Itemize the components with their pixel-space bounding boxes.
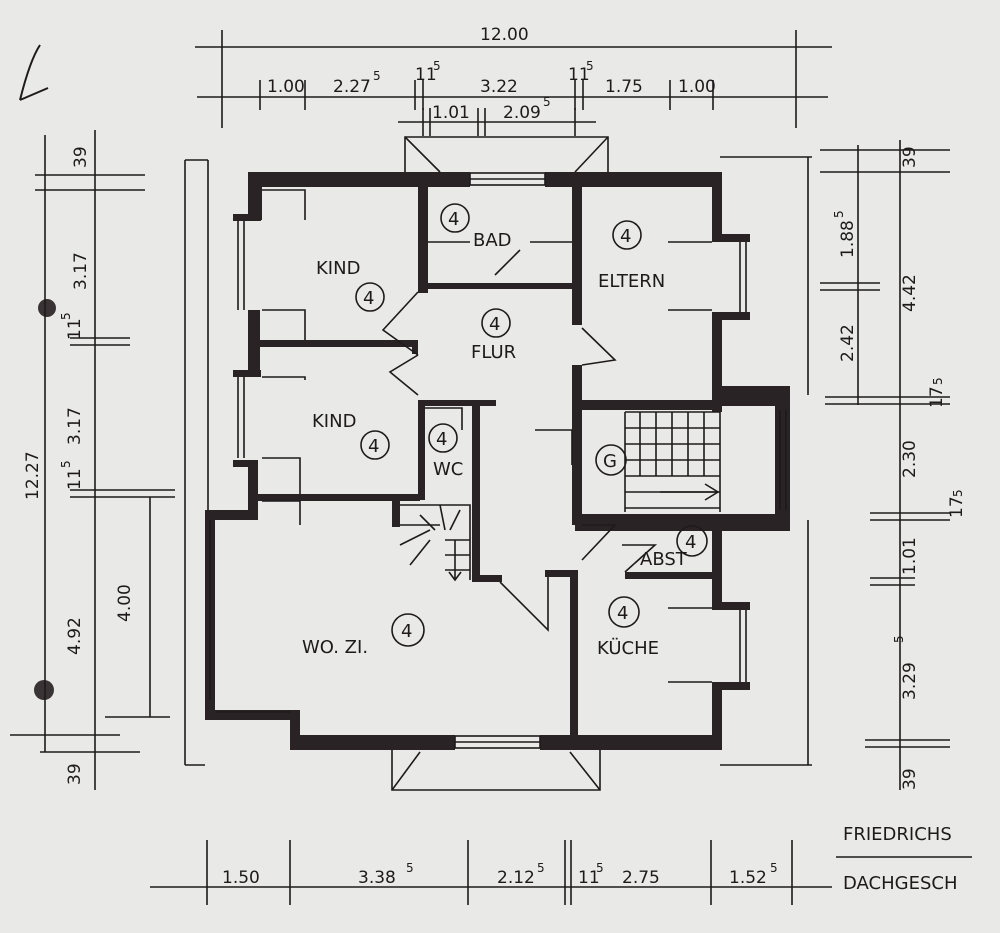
dim-left-c-sup: 5 <box>59 312 73 320</box>
dim-top-3: 11 <box>415 65 437 85</box>
title-block: FRIEDRICHS DACHGESCH <box>843 824 958 894</box>
dim-top-6: 1.75 <box>605 77 643 97</box>
dim-top-5: 11 <box>568 65 590 85</box>
room-number-circle <box>428 423 458 453</box>
dim-left-total: 12.27 <box>23 451 43 500</box>
dim-top-8: 1.01 <box>432 103 470 123</box>
room-number-eltern: 4 <box>620 226 631 247</box>
room-label-kind-2: KIND <box>312 411 356 432</box>
dim-bottom-b: 3.38 <box>358 868 396 888</box>
dim-right-e: 17 <box>927 386 947 408</box>
stair-marker: G <box>603 451 617 472</box>
dim-bottom-c: 2.12 <box>497 868 535 888</box>
dimension-lines <box>10 30 972 905</box>
room-label-wc: WC <box>433 459 463 480</box>
dim-top-2: 2.27 <box>333 77 371 97</box>
dim-top-1: 1.00 <box>267 77 305 97</box>
dim-bottom-c-sup: 5 <box>537 861 545 875</box>
dim-top-4: 3.22 <box>480 77 518 97</box>
room-number-circle <box>355 282 385 312</box>
room-number-circle <box>608 596 640 628</box>
title-line-2: DACHGESCH <box>843 873 958 894</box>
dim-left-b: 3.17 <box>71 252 91 290</box>
dim-right-g-sup: 5 <box>951 489 965 497</box>
room-number-wc: 4 <box>436 429 447 450</box>
dim-top-9: 2.09 <box>503 103 541 123</box>
dim-top-7: 1.00 <box>678 77 716 97</box>
room-label-flur: FLUR <box>471 342 516 363</box>
dim-left-e-sup: 5 <box>59 460 73 468</box>
dim-left-c: 11 <box>65 318 85 340</box>
dim-right-c: 1.88 <box>838 220 858 258</box>
dim-bottom-d: 11 <box>578 868 600 888</box>
punch-holes <box>19 44 56 700</box>
dim-right-d: 2.42 <box>838 324 858 362</box>
dim-bottom-a: 1.50 <box>222 868 260 888</box>
room-number-flur: 4 <box>489 314 500 335</box>
dim-right-c-sup: 5 <box>832 210 846 218</box>
room-number-kind-2: 4 <box>368 436 379 457</box>
room-number-bad: 4 <box>448 209 459 230</box>
dim-right-b: 4.42 <box>900 274 920 312</box>
dim-top-2-sup: 5 <box>373 69 381 83</box>
dim-bottom-f: 1.52 <box>729 868 767 888</box>
room-number-circle <box>612 220 642 250</box>
room-number-abst: 4 <box>685 532 696 553</box>
dim-bottom-e: 2.75 <box>622 868 660 888</box>
room-number-kueche: 4 <box>617 603 628 624</box>
dim-top-3-sup: 5 <box>433 59 441 73</box>
dim-left-a: 39 <box>71 146 91 168</box>
plan-details <box>209 136 787 791</box>
room-number-wohnzimmer: 4 <box>401 621 412 642</box>
dim-top-9-sup: 5 <box>543 95 551 109</box>
dim-top-5-sup: 5 <box>586 59 594 73</box>
room-number-circle <box>391 613 425 647</box>
dim-right-g: 17 <box>947 496 967 518</box>
room-number-circle <box>676 525 708 557</box>
dim-top-total: 12.00 <box>480 25 529 45</box>
dim-right-e-sup: 5 <box>931 377 945 385</box>
dim-right-a: 39 <box>900 146 920 168</box>
dim-left-h: 4.00 <box>115 584 135 622</box>
room-label-kueche: KÜCHE <box>597 637 659 659</box>
room-number-circle <box>481 308 511 338</box>
dim-bottom-b-sup: 5 <box>406 861 414 875</box>
dim-left-g: 39 <box>65 763 85 785</box>
dim-left-e: 11 <box>65 468 85 490</box>
dim-right-f: 2.30 <box>900 440 920 478</box>
dim-right-i-sup: 5 <box>892 635 906 643</box>
room-labels: KIND 4 BAD 4 ELTERN 4 FLUR 4 KIND 4 WC 4… <box>302 203 708 659</box>
room-label-abst: ABST <box>640 549 688 570</box>
title-line-1: FRIEDRICHS <box>843 824 952 845</box>
stair-marker-circle <box>595 444 627 476</box>
dim-right-i: 3.29 <box>900 662 920 700</box>
dim-right-j: 39 <box>900 768 920 790</box>
room-number-circle <box>440 203 470 233</box>
dimension-labels: 12.00 1.00 2.27 5 11 5 3.22 11 5 1.75 1.… <box>23 25 967 888</box>
dim-left-f: 4.92 <box>65 617 85 655</box>
room-label-bad: BAD <box>473 230 512 251</box>
room-number-circle <box>360 430 390 460</box>
dim-bottom-f-sup: 5 <box>770 861 778 875</box>
room-label-wohnzimmer: WO. ZI. <box>302 637 368 658</box>
dim-bottom-d-sup: 5 <box>596 861 604 875</box>
dim-left-d: 3.17 <box>65 407 85 445</box>
room-label-eltern: ELTERN <box>598 271 665 292</box>
dim-right-h: 1.01 <box>900 537 920 575</box>
room-number-kind-1: 4 <box>363 288 374 309</box>
room-label-kind-1: KIND <box>316 258 360 279</box>
